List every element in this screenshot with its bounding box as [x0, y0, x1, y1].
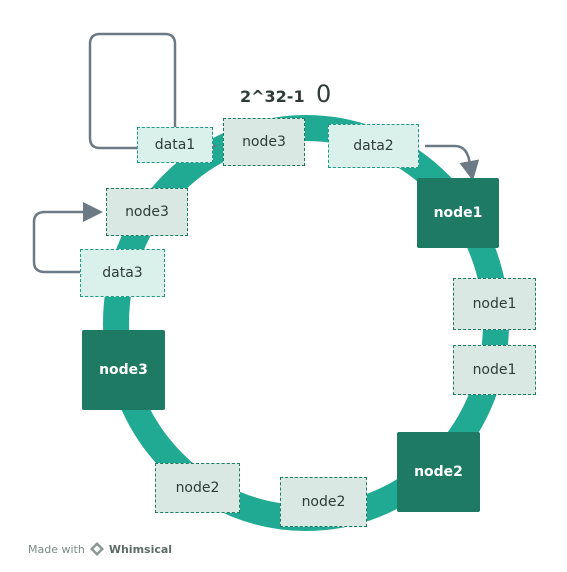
made-with-label: Made with	[28, 542, 85, 556]
node2-virtual-b[interactable]: node2	[280, 477, 367, 527]
data2-box[interactable]: data2	[328, 124, 419, 168]
node1-virtual-a[interactable]: node1	[453, 278, 536, 330]
whimsical-brand-name: Whimsical	[108, 542, 173, 556]
node2-real[interactable]: node2	[397, 432, 480, 512]
node1-virtual-b[interactable]: node1	[453, 345, 536, 395]
ring-max-label: 2^32-1	[240, 87, 305, 106]
ring-zero-label: 0	[316, 80, 332, 108]
node1-real[interactable]: node1	[417, 178, 499, 248]
data2-arrow	[425, 144, 480, 181]
node3-virtual-top[interactable]: node3	[223, 118, 305, 166]
made-with-footer: Made with Whimsical	[28, 541, 172, 557]
node2-virtual-a[interactable]: node2	[155, 463, 240, 513]
data1-box[interactable]: data1	[137, 127, 213, 163]
node3-real[interactable]: node3	[82, 330, 165, 410]
node3-virtual-left[interactable]: node3	[106, 188, 188, 236]
whimsical-logo-icon	[89, 542, 104, 556]
data3-loop-arrow	[32, 202, 103, 274]
data3-box[interactable]: data3	[80, 249, 165, 297]
